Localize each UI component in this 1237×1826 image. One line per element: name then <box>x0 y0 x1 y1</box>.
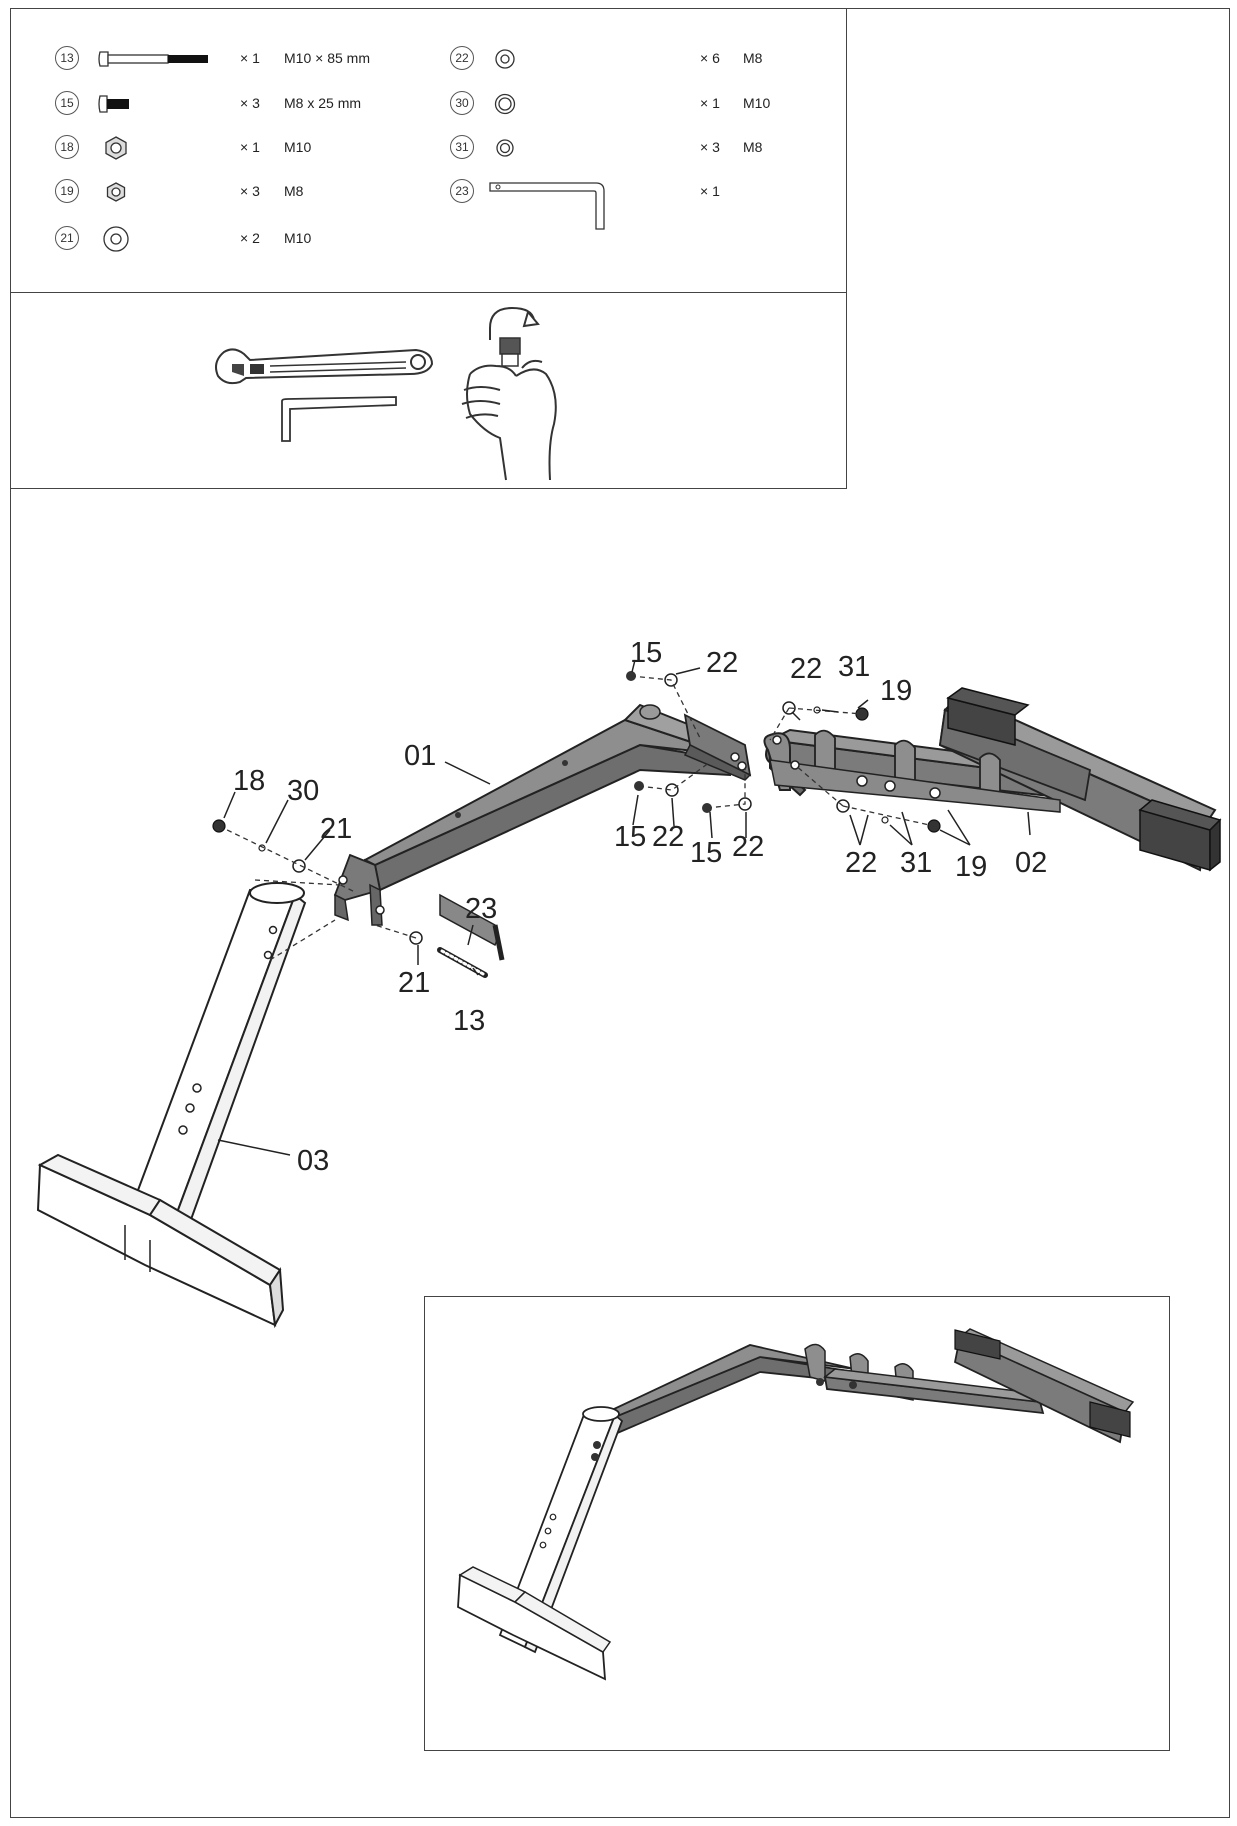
part-row-19: 19 × 3 M8 <box>10 179 410 209</box>
part-row-15: 15 × 3 M8 x 25 mm <box>10 91 410 121</box>
part-row-18: 18 × 1 M10 <box>10 135 410 165</box>
callout-01: 01 <box>404 740 436 772</box>
part-spec: M8 <box>743 50 763 66</box>
flat-washer-icon <box>103 226 129 252</box>
part-quantity: × 3 <box>240 183 260 199</box>
hex-nut-icon <box>105 136 127 160</box>
part-quantity: × 3 <box>240 95 260 111</box>
callout-31-low: 31 <box>900 847 932 879</box>
callout-19-top: 19 <box>880 675 912 707</box>
hardware-parts-panel: 13 × 1 M10 × 85 mm 15 × 3 M8 x 25 mm 18 … <box>10 8 847 293</box>
callout-15-low: 15 <box>690 837 722 869</box>
tools-panel <box>10 292 847 489</box>
callout-03: 03 <box>297 1145 329 1177</box>
long-bolt-icon <box>98 51 208 67</box>
part-number-badge: 22 <box>450 46 474 70</box>
callout-labels: 15 22 22 31 19 01 18 30 21 23 15 22 15 2… <box>233 637 1047 1177</box>
part-spec: M10 <box>284 139 312 155</box>
part-quantity: × 2 <box>240 230 260 246</box>
callout-02: 02 <box>1015 847 1047 879</box>
part-spec: M10 <box>743 95 771 111</box>
spring-washer-icon <box>494 93 516 115</box>
callout-21-left: 21 <box>320 813 352 845</box>
callout-30: 30 <box>287 775 319 807</box>
allen-key-icon <box>489 182 605 230</box>
callout-22-low: 22 <box>732 831 764 863</box>
part-spec: M8 <box>284 183 304 199</box>
callout-22-right-low: 22 <box>845 847 877 879</box>
page-frame <box>10 8 1230 1818</box>
part-number-badge: 23 <box>450 179 474 203</box>
part-spec: M10 <box>284 230 312 246</box>
flat-washer-small-icon <box>495 49 515 69</box>
part-row-31: 31 × 3 M8 <box>450 135 810 165</box>
assembled-view-inset <box>424 1296 1170 1751</box>
callout-leaders <box>217 659 1031 1156</box>
part-quantity: × 3 <box>700 139 720 155</box>
callout-21-bolt: 21 <box>398 967 430 999</box>
part-spec: M8 x 25 mm <box>284 95 362 111</box>
part-number-badge: 18 <box>55 135 79 159</box>
part-number-badge: 15 <box>55 91 79 115</box>
spring-washer-small-icon <box>496 139 514 157</box>
part-quantity: × 1 <box>700 183 720 199</box>
callout-31-top: 31 <box>838 651 870 683</box>
part-number-badge: 13 <box>55 46 79 70</box>
part-row-21: 21 × 2 M10 <box>10 226 410 256</box>
front-leg-03 <box>36 882 307 1329</box>
callout-15-mid: 15 <box>614 821 646 853</box>
part-quantity: × 6 <box>700 50 720 66</box>
part-number-badge: 21 <box>55 226 79 250</box>
part-number-badge: 19 <box>55 179 79 203</box>
callout-22-mid: 22 <box>652 821 684 853</box>
part-row-22: 22 × 6 M8 <box>450 46 810 76</box>
part-row-13: 13 × 1 M10 × 85 mm <box>10 46 410 76</box>
callout-22-right-top: 22 <box>790 653 822 685</box>
part-row-30: 30 × 1 M10 <box>450 91 810 121</box>
callout-15-top: 15 <box>630 637 662 669</box>
part-spec: M10 × 85 mm <box>284 50 370 66</box>
callout-22-top: 22 <box>706 647 738 679</box>
part-quantity: × 1 <box>700 95 720 111</box>
main-frame-01 <box>333 703 752 926</box>
adjustable-wrench-icon <box>215 348 434 385</box>
callout-23: 23 <box>465 893 497 925</box>
short-bolt-icon <box>98 95 129 113</box>
assembled-bench-frame <box>457 1328 1135 1681</box>
callout-19-low: 19 <box>955 851 987 883</box>
callout-18: 18 <box>233 765 265 797</box>
hand-tighten-icon <box>461 306 557 481</box>
callout-13: 13 <box>453 1005 485 1037</box>
part-row-23: 23 × 1 <box>450 179 810 239</box>
allen-key-tool-icon <box>281 396 397 442</box>
part-spec: M8 <box>743 139 763 155</box>
part-quantity: × 1 <box>240 50 260 66</box>
hex-nut-small-icon <box>106 182 126 202</box>
part-number-badge: 30 <box>450 91 474 115</box>
rear-leg-02 <box>763 687 1222 872</box>
part-quantity: × 1 <box>240 139 260 155</box>
assembly-guide-lines <box>218 675 935 961</box>
part-number-badge: 31 <box>450 135 474 159</box>
